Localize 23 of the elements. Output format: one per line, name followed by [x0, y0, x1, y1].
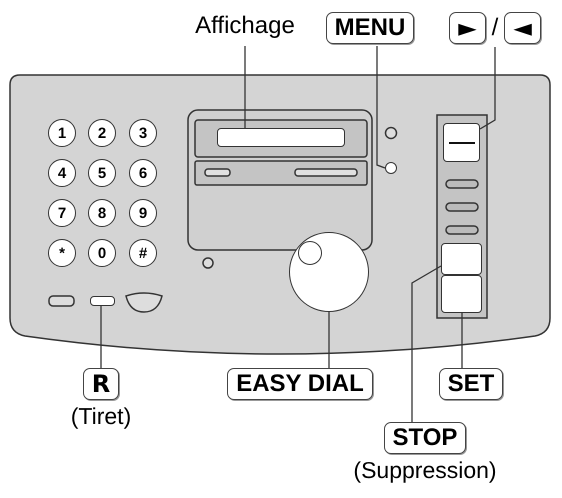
arrow-key-label: ► — [449, 12, 486, 44]
display-window — [217, 128, 345, 147]
leader-line — [244, 46, 246, 128]
key-label: MENU — [326, 12, 414, 44]
leader-line — [100, 306, 102, 370]
leader-line — [376, 46, 386, 169]
navigator-key — [443, 123, 480, 162]
leader-line — [411, 265, 442, 424]
arrow-key-label: ◄ — [504, 12, 541, 44]
key-label: STOP — [384, 422, 466, 454]
note-text: (Suppression) — [353, 456, 497, 484]
leader-line — [328, 312, 330, 370]
key-label: SET — [438, 368, 504, 400]
leader-line — [461, 313, 463, 370]
redial-key — [90, 296, 115, 306]
separator-text: / — [492, 14, 498, 42]
key-label: EASY DIAL — [227, 368, 373, 400]
set-key — [441, 275, 482, 313]
leader-line — [480, 47, 496, 130]
stop-key — [441, 243, 482, 275]
key-label: R — [82, 368, 120, 400]
callout-text: Affichage — [195, 12, 295, 40]
note-text: (Tiret) — [70, 402, 132, 430]
